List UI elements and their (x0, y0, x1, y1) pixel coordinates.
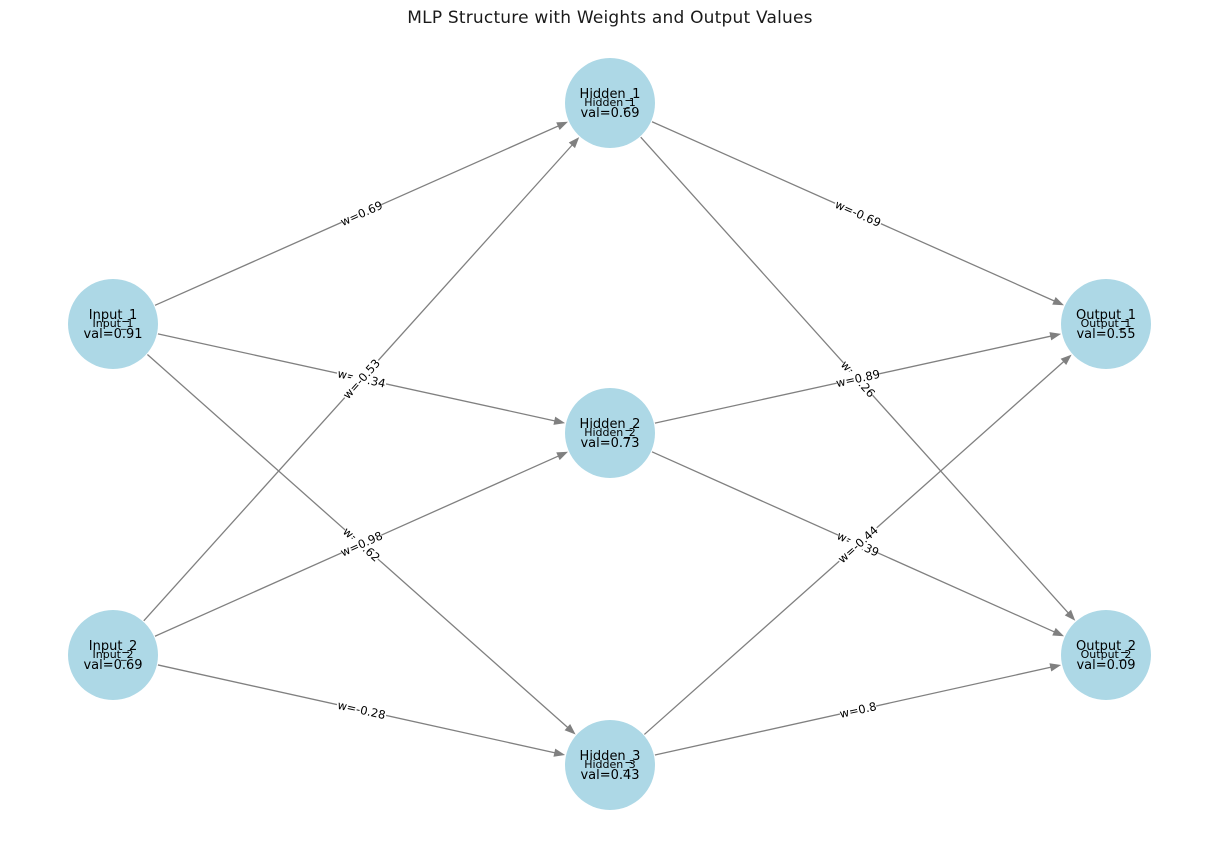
edge-weight-bbox (339, 528, 384, 558)
node-value-label: val=0.69 (580, 106, 639, 121)
edge-weight-bbox (339, 197, 384, 228)
node-value-label: val=0.43 (580, 768, 639, 783)
graph-node (1061, 610, 1151, 700)
node-label-overlay: Hidden_1 (584, 96, 636, 109)
edge-weight-bbox (339, 355, 382, 401)
node-value-label: val=0.73 (580, 436, 639, 451)
edge-weight-label: w=-0.28 (336, 696, 388, 722)
edge-weight-bbox (835, 366, 881, 389)
node-value-label: val=0.55 (1076, 327, 1135, 342)
node-label: Hidden_2 (580, 417, 641, 432)
node-value-label: val=0.91 (83, 327, 142, 342)
graph-node (565, 720, 655, 810)
graph-node (565, 388, 655, 478)
node-value-label: val=0.69 (83, 658, 142, 673)
node-label: Output_1 (1076, 308, 1136, 323)
node-label: Hidden_1 (580, 87, 641, 102)
figure-title: MLP Structure with Weights and Output Va… (407, 8, 813, 28)
graph-node (565, 58, 655, 148)
node-label-overlay: Input_2 (93, 648, 134, 661)
graph-node (1061, 279, 1151, 369)
edge-arrowhead (556, 451, 568, 461)
edge-weight-text: w=0.69 (338, 198, 384, 229)
edge-arrowhead (1052, 627, 1065, 637)
node-label: Input_2 (89, 639, 137, 654)
edge-weight-label: w=0.8 (838, 698, 878, 721)
edge-arrowhead (1049, 663, 1062, 672)
edge-weight-label: w=0.69 (338, 197, 385, 229)
node-label: Hidden_3 (580, 749, 641, 764)
graph-node (68, 610, 158, 700)
edge-weight-label: w=-0.69 (833, 196, 884, 230)
node-label-overlay: Hidden_3 (584, 758, 636, 771)
edge-arrowhead (556, 121, 568, 130)
edge-weight-text: w=0.8 (838, 699, 877, 721)
edge-arrowhead (568, 137, 580, 149)
node-label-overlay: Output_1 (1081, 317, 1132, 330)
edge-arrowhead (1049, 332, 1062, 341)
edge-weight-bbox (833, 196, 884, 229)
edge-weight-bbox (834, 522, 880, 565)
node-label: Output_2 (1076, 639, 1136, 654)
edge-arrowhead (1052, 296, 1064, 306)
edge-arrowhead (564, 724, 576, 735)
edge-arrowhead (1064, 609, 1076, 621)
edge-weight-bbox (336, 696, 388, 722)
node-label-overlay: Output_2 (1081, 648, 1132, 661)
node-value-label: val=0.09 (1076, 658, 1135, 673)
edge-arrowhead (553, 416, 566, 425)
edge-arrowhead (553, 748, 566, 757)
edge-arrowhead (1060, 354, 1072, 366)
edge-weight-bbox (838, 698, 877, 720)
graph-node (68, 279, 158, 369)
node-label: Input_1 (89, 308, 137, 323)
node-label-overlay: Input_1 (93, 317, 134, 330)
node-label-overlay: Hidden_2 (584, 426, 636, 439)
edge-weight-text: w=-0.69 (833, 197, 883, 230)
